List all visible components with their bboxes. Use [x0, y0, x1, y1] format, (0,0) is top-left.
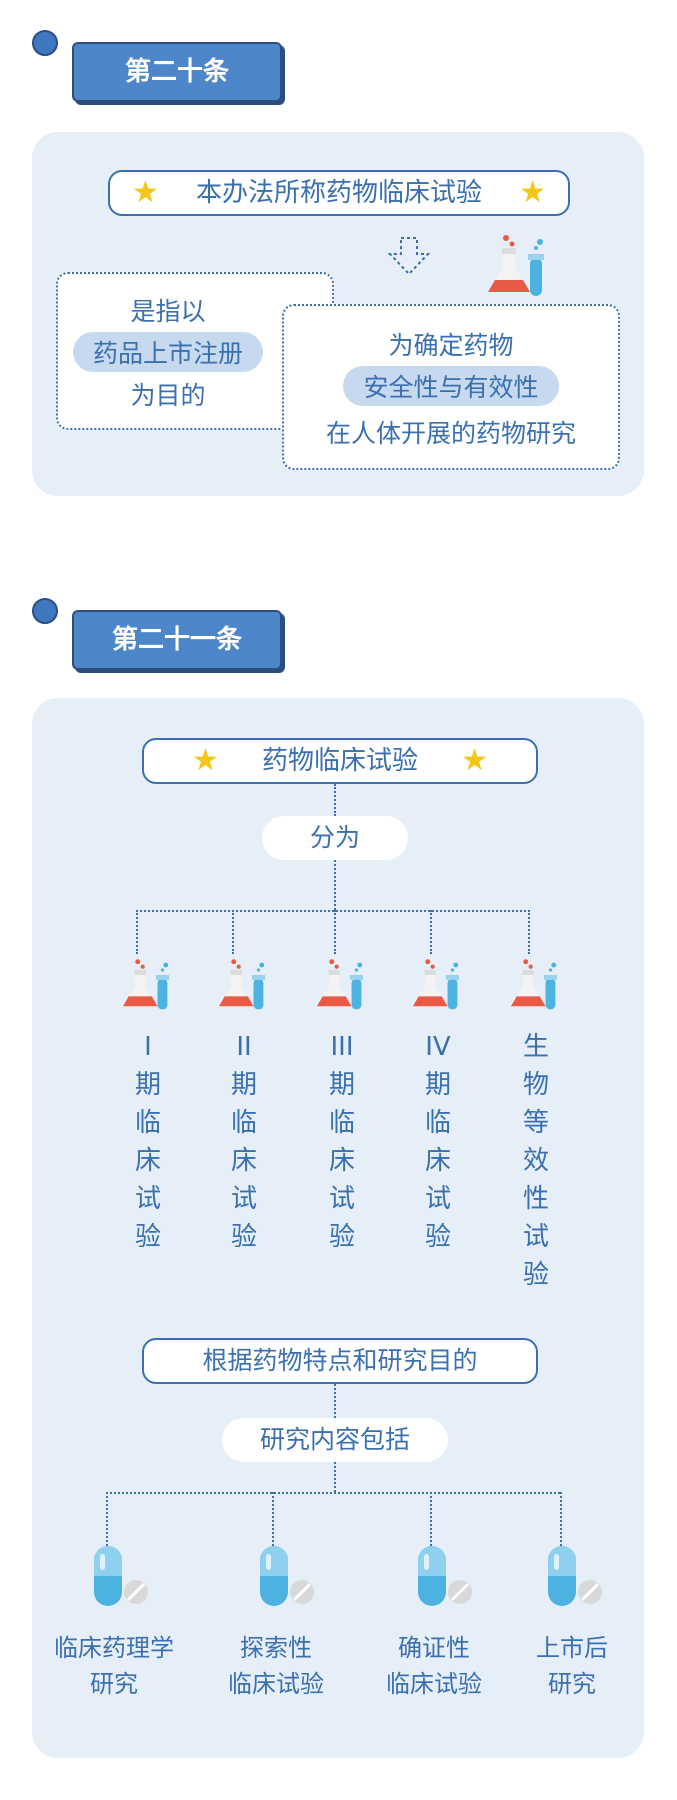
- study-post-marketing: 上市后 研究: [536, 1634, 608, 1698]
- bullet-dot: [32, 30, 58, 56]
- study-exploratory: 探索性 临床试验: [228, 1634, 324, 1698]
- article-21-heading: ★ 药物临床试验 ★: [142, 738, 538, 784]
- definition-box: 为确定药物 安全性与有效性 在人体开展的药物研究: [282, 304, 620, 470]
- purpose-line1: 是指以: [130, 297, 206, 326]
- star-icon: ★: [192, 743, 219, 778]
- phase-3-label: III 期 临 床 试 验: [328, 1032, 355, 1252]
- study-confirmatory: 确证性 临床试验: [386, 1634, 482, 1698]
- star-icon: ★: [461, 743, 488, 778]
- purpose-highlight: 药品上市注册: [72, 332, 263, 372]
- flask-icon: [218, 959, 266, 1010]
- phase-2-label: II 期 临 床 试 验: [230, 1032, 257, 1252]
- flask-icon: [412, 959, 460, 1010]
- heading-text: 药物临床试验: [261, 746, 418, 776]
- heading-text: 本办法所称药物临床试验: [195, 178, 482, 208]
- includes-label: 研究内容包括: [222, 1418, 448, 1462]
- article-20-heading: ★ 本办法所称药物临床试验 ★: [108, 170, 570, 216]
- capsule-icon: [416, 1544, 474, 1608]
- capsule-icon: [258, 1544, 316, 1608]
- capsule-icon: [546, 1544, 604, 1608]
- basis-box: 根据药物特点和研究目的: [142, 1338, 538, 1384]
- definition-line3: 在人体开展的药物研究: [325, 419, 576, 448]
- phase-4-label: IV 期 临 床 试 验: [424, 1032, 451, 1252]
- bioequivalence-label: 生 物 等 效 性 试 验: [522, 1032, 549, 1290]
- bullet-dot: [32, 598, 58, 624]
- flask-icon: [316, 959, 364, 1010]
- purpose-line3: 为目的: [130, 381, 206, 410]
- flask-icon: [510, 959, 558, 1010]
- article-21-panel: ★ 药物临床试验 ★ 分为 I 期 临 床 试 验 II 期 临 床 试 验 I…: [32, 698, 644, 1758]
- capsule-icon: [92, 1544, 150, 1608]
- article-20-title: 第二十条: [72, 42, 282, 102]
- star-icon: ★: [519, 175, 546, 210]
- definition-line1: 为确定药物: [388, 331, 514, 360]
- article-21-title: 第二十一条: [72, 610, 282, 670]
- article-20-panel: ★ 本办法所称药物临床试验 ★ 是指以 药品上市注册 为目的 为确定药物 安全性…: [32, 132, 644, 496]
- divide-label: 分为: [262, 816, 408, 860]
- down-arrow-icon: [387, 237, 431, 276]
- definition-highlight: 安全性与有效性: [343, 366, 559, 406]
- flask-icon: [488, 235, 544, 296]
- star-icon: ★: [132, 175, 159, 210]
- flask-icon: [122, 959, 170, 1010]
- phase-1-label: I 期 临 床 试 验: [134, 1032, 161, 1252]
- study-clinical-pharmacology: 临床药理学 研究: [54, 1634, 174, 1698]
